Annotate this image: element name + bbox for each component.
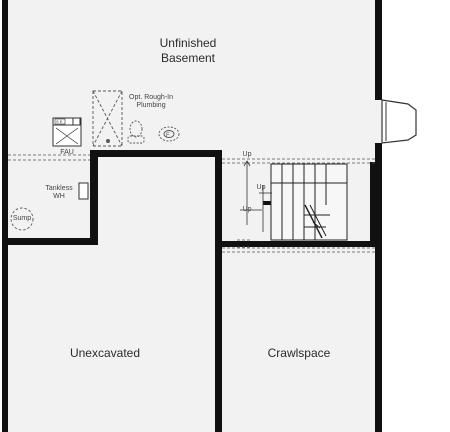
water-heater-label: Tankless WH xyxy=(45,185,73,200)
sink-icon xyxy=(158,126,180,142)
exterior-left-strip xyxy=(0,0,2,432)
wall-stair-right xyxy=(370,162,375,247)
fau-unit xyxy=(52,117,82,147)
toilet-icon xyxy=(127,120,145,144)
room-label-crawlspace: Crawlspace xyxy=(267,346,331,360)
wall-unexcavated-right xyxy=(215,150,222,432)
plumbing-rough-in xyxy=(92,90,123,147)
room-label-unexcavated: Unexcavated xyxy=(69,346,141,360)
bay-window xyxy=(381,99,417,144)
wall-left xyxy=(2,0,8,432)
stair-up-label-1: Up xyxy=(242,151,252,158)
wall-right-upper xyxy=(375,0,382,100)
fau-panel-text: S E xyxy=(56,119,63,124)
stair-up-label-2: Up xyxy=(256,184,266,191)
wall-unexcavated-top xyxy=(90,150,222,157)
sink-mark: F xyxy=(166,133,170,139)
exterior-strip xyxy=(381,0,450,432)
wall-crawlspace-top xyxy=(222,241,380,247)
sump-icon xyxy=(10,207,34,231)
wall-unexcavated-step xyxy=(2,238,98,245)
stair-treads xyxy=(270,163,348,241)
stair-up-label-3: Up xyxy=(242,206,252,213)
sump-label: Sump xyxy=(12,215,32,222)
dashed-lines xyxy=(8,154,375,253)
fau-label: FAU xyxy=(60,149,74,156)
plumbing-label: Opt. Rough-In Plumbing xyxy=(129,94,173,109)
wall-right-lower xyxy=(375,143,382,432)
room-label-basement: Unfinished Basement xyxy=(159,36,217,65)
stair-arrows xyxy=(240,160,272,232)
water-heater-icon xyxy=(78,182,89,200)
wall-unexcavated-left-upper xyxy=(90,150,98,245)
